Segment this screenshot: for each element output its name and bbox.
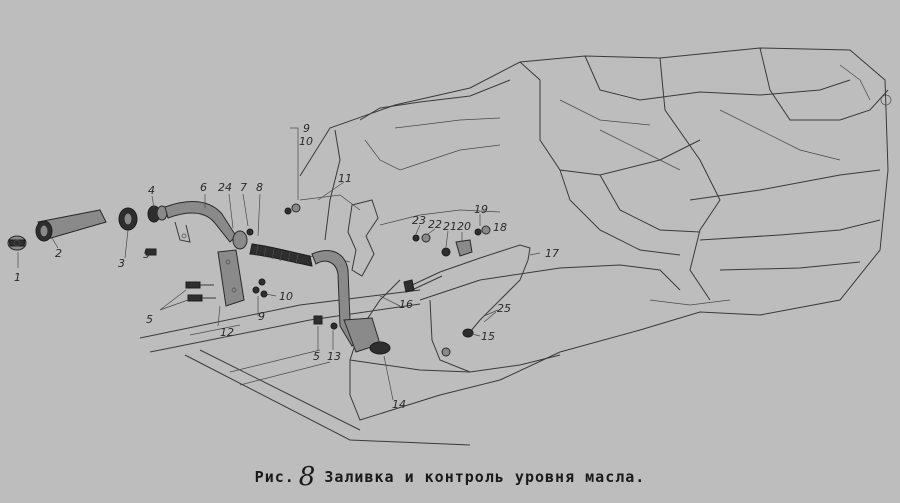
callout-23: 23 (412, 214, 426, 227)
clip-24-7 (232, 228, 254, 250)
filler-cap-1 (7, 235, 27, 251)
callout-9-top: 9 (303, 122, 310, 135)
washers-9-10-top (252, 203, 301, 298)
callout-5-top: 5 (143, 248, 150, 261)
figure-caption: Рис.8 Заливка и контроль уровня масла. (0, 462, 900, 492)
callout-15: 15 (481, 330, 495, 343)
callout-7: 7 (240, 181, 247, 194)
leader-lines (17, 127, 541, 401)
oil-tube-11 (311, 250, 391, 355)
callout-5-left: 5 (146, 313, 153, 326)
callout-19: 19 (474, 203, 488, 216)
bolts-5-left (145, 248, 216, 302)
callout-24: 24 (218, 181, 232, 194)
bracket-12 (217, 249, 245, 307)
callout-17: 17 (545, 247, 559, 260)
callout-16: 16 (399, 298, 413, 311)
ring-nut-4 (147, 205, 168, 223)
callout-3: 3 (118, 257, 125, 270)
callout-1: 1 (14, 271, 21, 284)
callout-14: 14 (392, 398, 406, 411)
callout-5-bottom: 5 (313, 350, 320, 363)
figure-prefix: Рис. (254, 468, 295, 486)
callout-21: 21 (443, 220, 457, 233)
callout-labels: 1 2 3 4 5 5 5 6 7 8 9 9 10 10 11 12 13 1… (14, 122, 559, 411)
callout-10-bottom: 10 (279, 290, 293, 303)
callout-13: 13 (327, 350, 341, 363)
bolt-5-13 (313, 315, 338, 330)
callout-10-top: 10 (299, 135, 313, 148)
engine-block-outline (289, 47, 892, 421)
callout-12: 12 (220, 326, 234, 339)
callout-9-bottom: 9 (258, 310, 265, 323)
corrugated-hose-8 (249, 243, 313, 267)
callout-8: 8 (256, 181, 263, 194)
dipstick-assembly (403, 225, 531, 357)
filler-tube-6 (164, 201, 237, 243)
callout-22: 22 (428, 218, 442, 231)
callout-25: 25 (497, 302, 511, 315)
callout-6: 6 (200, 181, 207, 194)
figure-number: 8 (298, 462, 317, 492)
callout-11: 11 (338, 172, 352, 185)
callout-18: 18 (493, 221, 507, 234)
clamp-nut-3 (118, 207, 138, 231)
engine-oil-system-drawing: 1 2 3 4 5 5 5 6 7 8 9 9 10 10 11 12 13 1… (7, 47, 892, 446)
callout-2: 2 (55, 247, 62, 260)
filler-neck-2 (35, 209, 107, 242)
frame-rails (139, 289, 471, 446)
callout-20: 20 (457, 220, 471, 233)
figure-title: Заливка и контроль уровня масла. (324, 468, 646, 486)
callout-4: 4 (148, 184, 155, 197)
